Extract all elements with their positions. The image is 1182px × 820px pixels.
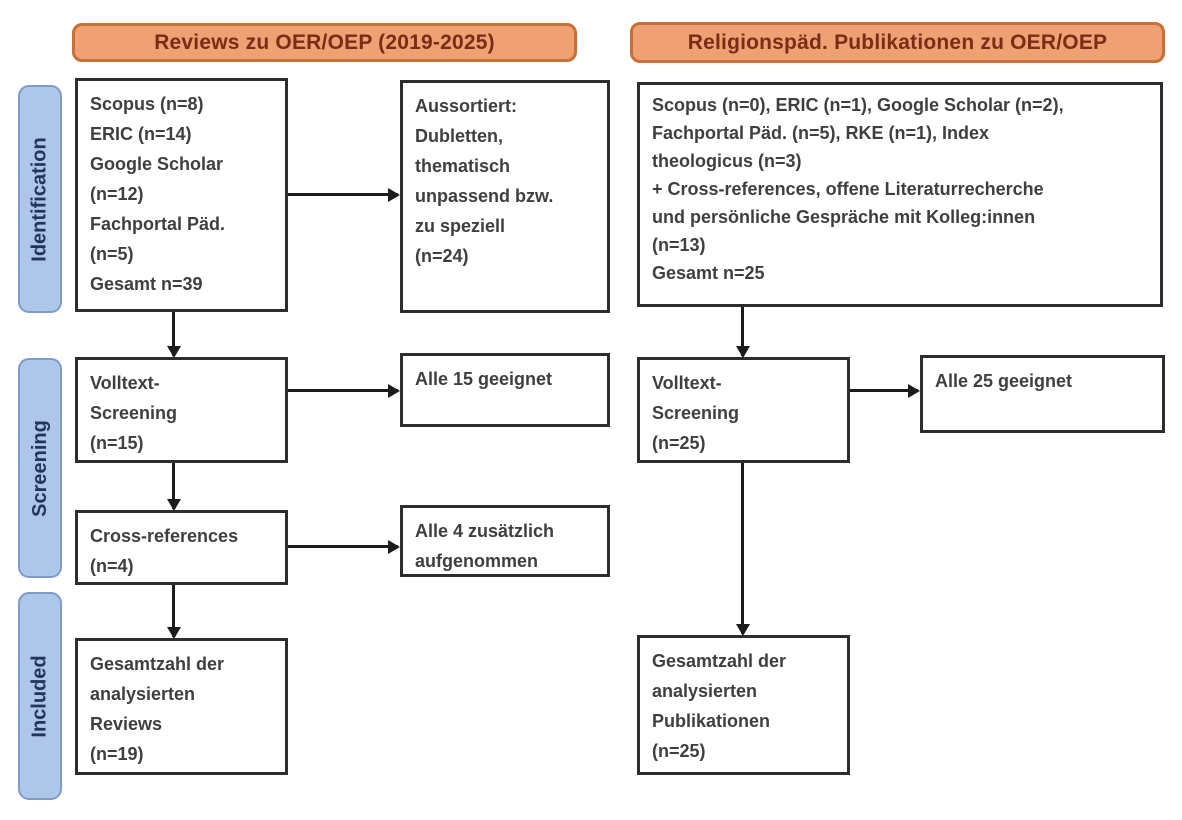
box-left-crossreferences: Cross-references (n=4): [75, 510, 288, 585]
box-left-fulltext-screening: Volltext- Screening (n=15): [75, 357, 288, 463]
stage-label-included: Included: [18, 592, 62, 800]
box-right-fulltext-screening: Volltext- Screening (n=25): [637, 357, 850, 463]
box-right-included-total: Gesamtzahl der analysierten Publikatione…: [637, 635, 850, 775]
box-left-sources: Scopus (n=8) ERIC (n=14) Google Scholar …: [75, 78, 288, 312]
box-right-fulltext-result: Alle 25 geeignet: [920, 355, 1165, 433]
stage-label-screening: Screening: [18, 358, 62, 578]
column-header-reviews: Reviews zu OER/OEP (2019-2025): [72, 23, 577, 62]
arrow-left-sources-to-fulltext: [166, 312, 181, 358]
box-left-fulltext-result: Alle 15 geeignet: [400, 353, 610, 427]
box-right-sources: Scopus (n=0), ERIC (n=1), Google Scholar…: [637, 82, 1163, 307]
arrow-left-fulltext-to-crossref: [166, 463, 181, 511]
arrow-right-fulltext-to-included: [735, 463, 750, 636]
arrow-left-crossref-to-result: [288, 539, 400, 554]
stage-label-screening-text: Screening: [28, 419, 51, 517]
column-header-religionspaed: Religionspäd. Publikationen zu OER/OEP: [630, 22, 1165, 63]
box-left-included-total: Gesamtzahl der analysierten Reviews (n=1…: [75, 638, 288, 775]
stage-label-identification-text: Identification: [28, 136, 51, 262]
arrow-left-fulltext-to-result: [288, 383, 400, 398]
arrow-left-sources-to-excluded: [288, 187, 400, 202]
arrow-right-sources-to-fulltext: [735, 307, 750, 358]
arrow-left-crossref-to-included: [166, 585, 181, 639]
box-left-excluded: Aussortiert: Dubletten, thematisch unpas…: [400, 80, 610, 313]
stage-label-included-text: Included: [28, 654, 51, 738]
box-left-crossref-result: Alle 4 zusätzlich aufgenommen: [400, 505, 610, 577]
arrow-right-fulltext-to-result: [850, 383, 920, 398]
stage-label-identification: Identification: [18, 85, 62, 313]
